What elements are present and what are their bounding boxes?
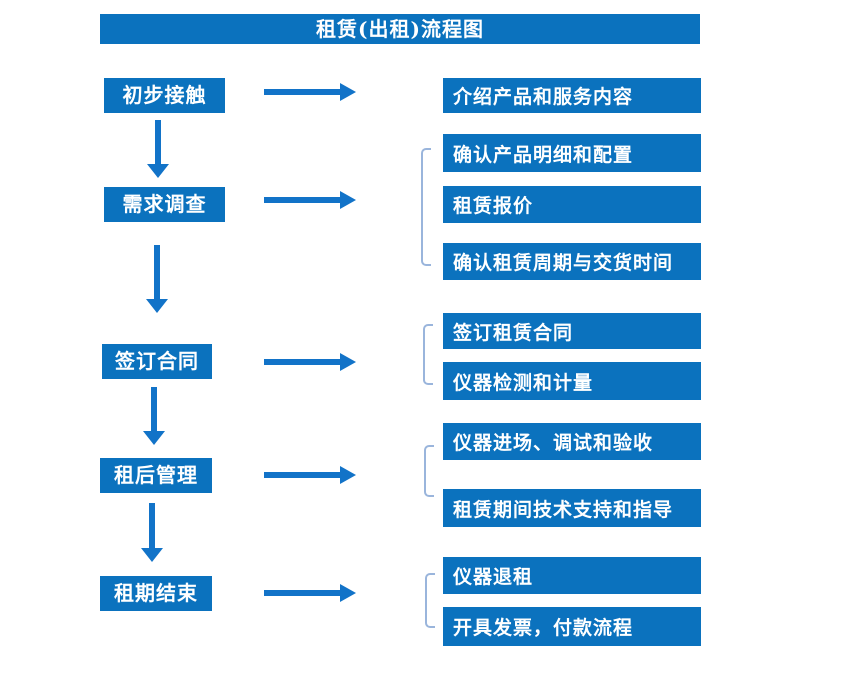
right-arrow-shaft: [264, 197, 342, 203]
detail-box-instrument-installation: 仪器进场、调试和验收: [443, 423, 701, 460]
down-arrow-4: [141, 503, 163, 562]
detail-box-technical-support: 租赁期间技术支持和指导: [443, 489, 701, 527]
down-arrow-head: [146, 299, 168, 313]
right-arrow-shaft: [264, 359, 342, 365]
step-box-post-rental-management: 租后管理: [100, 458, 212, 493]
right-arrow-shaft: [264, 89, 342, 95]
detail-box-introduce-products: 介绍产品和服务内容: [443, 78, 701, 113]
right-arrow-4: [264, 466, 356, 484]
right-arrow-head: [340, 353, 356, 371]
detail-box-rental-quote: 租赁报价: [443, 186, 701, 223]
detail-box-instrument-inspection: 仪器检测和计量: [443, 362, 701, 400]
detail-box-instrument-return: 仪器退租: [443, 557, 701, 594]
down-arrow-head: [141, 548, 163, 562]
right-arrow-head: [340, 466, 356, 484]
down-arrow-1: [147, 120, 169, 178]
right-arrow-5: [264, 584, 356, 602]
down-arrow-shaft: [155, 120, 161, 166]
group-bracket-2: [423, 324, 433, 385]
down-arrow-head: [143, 431, 165, 445]
step-box-sign-contract: 签订合同: [102, 344, 212, 379]
down-arrow-3: [143, 387, 165, 445]
right-arrow-3: [264, 353, 356, 371]
right-arrow-shaft: [264, 472, 342, 478]
down-arrow-shaft: [149, 503, 155, 550]
right-arrow-head: [340, 83, 356, 101]
step-box-demand-survey: 需求调查: [104, 187, 225, 222]
group-bracket-1: [421, 148, 431, 266]
right-arrow-head: [340, 191, 356, 209]
detail-box-confirm-product-details: 确认产品明细和配置: [443, 134, 701, 172]
detail-box-sign-rental-contract: 签订租赁合同: [443, 313, 701, 349]
flowchart-title: 租赁(出租)流程图: [100, 14, 700, 44]
group-bracket-4: [425, 573, 435, 628]
right-arrow-1: [264, 83, 356, 101]
down-arrow-2: [146, 245, 168, 313]
group-bracket-3: [424, 445, 434, 497]
down-arrow-shaft: [154, 245, 160, 301]
detail-box-confirm-rental-period: 确认租赁周期与交货时间: [443, 243, 701, 280]
down-arrow-shaft: [151, 387, 157, 433]
right-arrow-head: [340, 584, 356, 602]
right-arrow-shaft: [264, 590, 342, 596]
down-arrow-head: [147, 164, 169, 178]
step-box-lease-end: 租期结束: [100, 576, 212, 611]
right-arrow-2: [264, 191, 356, 209]
step-box-initial-contact: 初步接触: [104, 78, 225, 113]
detail-box-invoice-payment: 开具发票，付款流程: [443, 607, 701, 646]
